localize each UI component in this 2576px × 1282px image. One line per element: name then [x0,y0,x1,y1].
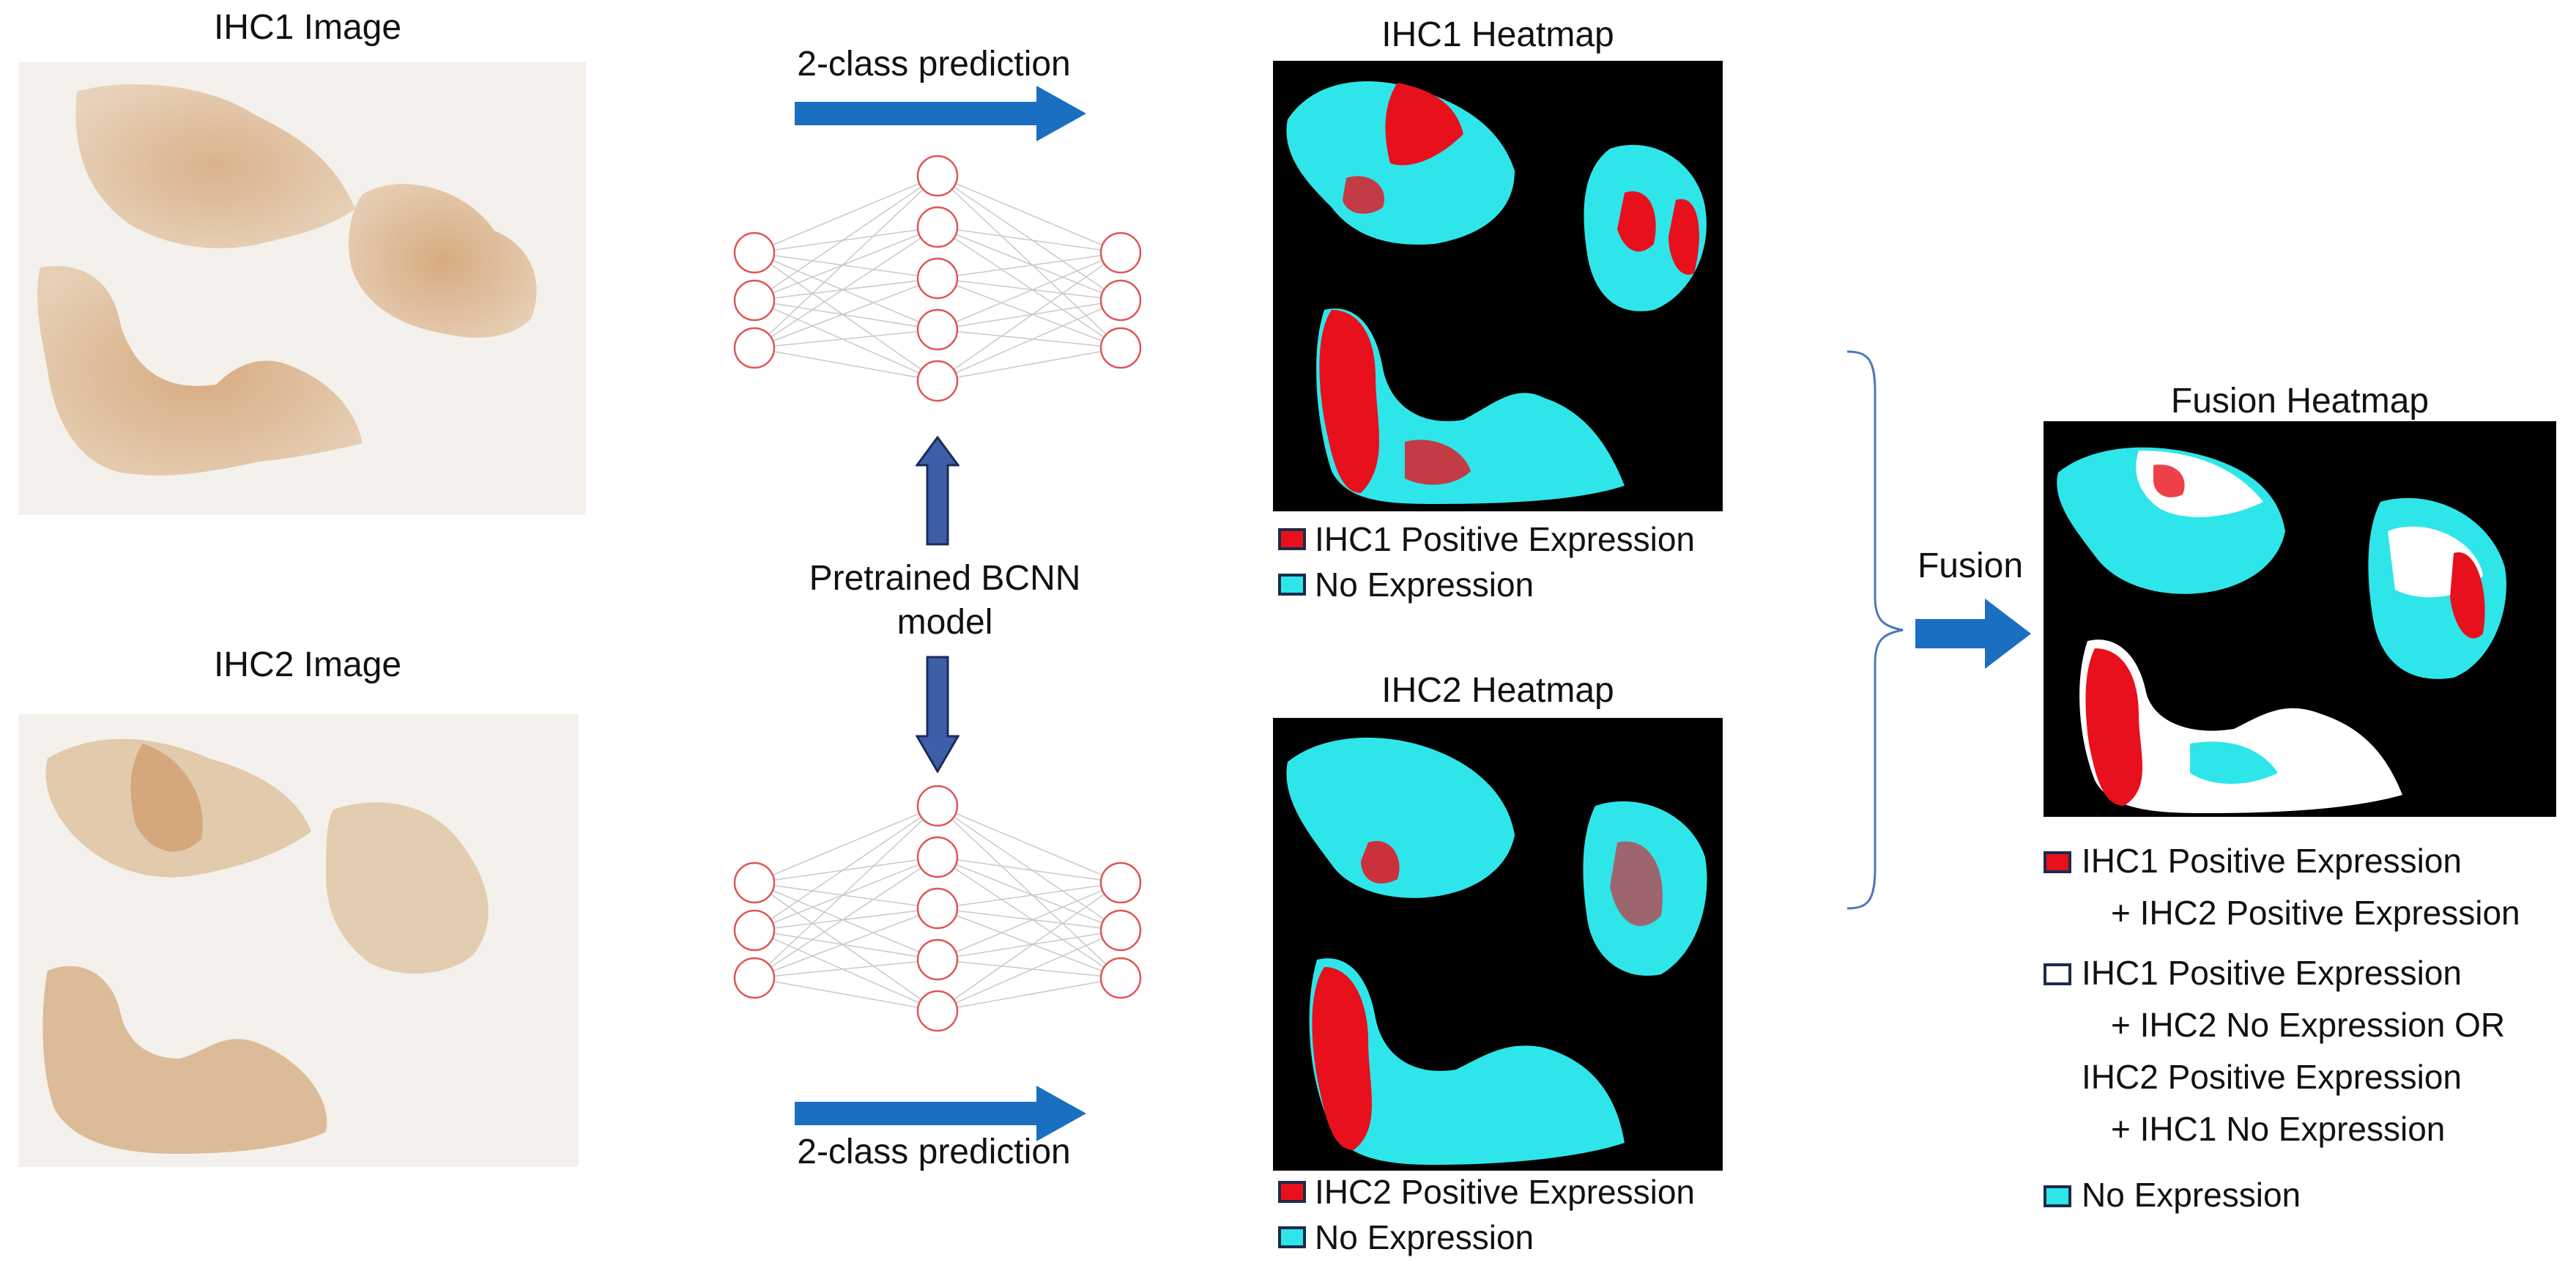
nn-node [733,862,776,904]
nn-node [1099,327,1142,369]
legend-label: IHC1 Positive Expression [1315,520,1695,558]
fusion-legend-item3: No Expression [2082,1169,2301,1221]
nn-node [733,231,776,274]
fusion-legend: IHC1 Positive Expression + IHC2 Positive… [2044,835,2556,1245]
model-label: Pretrained BCNN model [762,557,1128,645]
fusion-legend-item2-line1: IHC1 Positive Expression [2082,954,2462,992]
nn-node [916,990,959,1032]
ihc2-legend-item-none: No Expression [1278,1215,1695,1260]
nn-node [916,836,959,878]
top-neural-network-icon [733,155,1142,402]
nn-node [733,279,776,322]
ihc1-heatmap-illustration [1286,81,1707,504]
ihc1-legend: IHC1 Positive Expression No Expression [1278,516,1695,607]
bottom-prediction-label: 2-class prediction [797,1133,1071,1171]
ihc2-heatmap-title: IHC2 Heatmap [1381,671,1614,710]
legend-swatch-cyan [1278,1226,1306,1248]
ihc2-legend: IHC2 Positive Expression No Expression [1278,1169,1695,1260]
fusion-legend-item1-line1: IHC1 Positive Expression [2082,842,2462,880]
ihc1-legend-item-none: No Expression [1278,562,1695,607]
fusion-legend-item2-line4: + IHC1 No Expression [2111,1110,2446,1148]
ihc2-legend-item-positive: IHC2 Positive Expression [1278,1169,1695,1215]
fusion-legend-item2-line3: IHC2 Positive Expression [2082,1058,2462,1096]
bottom-neural-network-icon [733,785,1142,1032]
ihc2-heatmap [1273,718,1723,1171]
fusion-legend-swatch-cyan [2044,1185,2071,1207]
nn-node [1099,862,1142,904]
nn-node [916,785,959,827]
legend-label: No Expression [1315,566,1534,604]
fusion-legend-item1-line2: + IHC2 Positive Expression [2111,894,2520,932]
fusion-heatmap-title: Fusion Heatmap [2170,382,2430,420]
ihc2-image-title: IHC2 Image [213,645,402,684]
model-label-line2: model [897,603,993,642]
nn-node [1099,909,1142,952]
nn-node [733,909,776,952]
nn-node [733,327,776,369]
nn-node [1099,957,1142,999]
fusion-arrow [1915,599,2031,669]
fusion-legend-item1: IHC1 Positive Expression + IHC2 Positive… [2082,835,2520,939]
bracket-icon [1846,350,1904,910]
ihc1-tissue-illustration [37,84,537,476]
legend-swatch-red [1278,528,1306,550]
ihc2-heatmap-illustration [1286,737,1707,1165]
legend-label: IHC2 Positive Expression [1315,1173,1695,1211]
fusion-legend-item2-line2: + IHC2 No Expression OR [2111,1006,2506,1044]
nn-node [916,206,959,248]
legend-swatch-cyan [1278,574,1306,596]
top-prediction-label: 2-class prediction [797,45,1071,84]
up-arrow-icon [916,436,959,546]
nn-node [916,257,959,300]
ihc1-legend-item-positive: IHC1 Positive Expression [1278,516,1695,562]
down-arrow-icon [916,656,959,773]
ihc2-slide-image [18,714,579,1167]
fusion-heatmap-illustration [2057,447,2506,813]
fusion-label: Fusion [1917,546,2024,585]
nn-node [1099,279,1142,322]
nn-node [916,360,959,402]
nn-node [1099,231,1142,274]
fusion-legend-swatch-red [2044,851,2071,873]
fusion-heatmap [2044,421,2556,817]
nn-node [916,938,959,981]
ihc1-heatmap [1273,61,1723,511]
fusion-legend-item2: IHC1 Positive Expression + IHC2 No Expre… [2082,947,2505,1155]
nn-node [733,957,776,999]
nn-node [916,155,959,197]
ihc1-image-title: IHC1 Image [213,8,402,47]
ihc2-tissue-illustration [42,738,489,1154]
legend-label: No Expression [1315,1218,1534,1256]
model-label-line1: Pretrained BCNN [809,559,1081,598]
bottom-right-arrow [795,1086,1086,1141]
nn-node [916,887,959,930]
legend-swatch-red [1278,1181,1306,1203]
nn-node [916,308,959,351]
fusion-legend-swatch-white [2044,963,2071,985]
top-right-arrow [795,86,1086,141]
ihc1-heatmap-title: IHC1 Heatmap [1381,15,1614,54]
ihc1-slide-image [18,62,586,515]
fusion-legend-item3-line1: No Expression [2082,1176,2301,1214]
